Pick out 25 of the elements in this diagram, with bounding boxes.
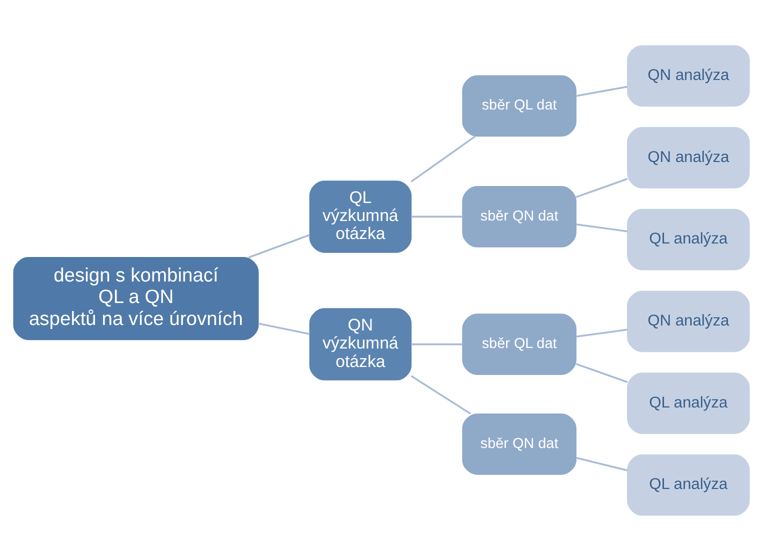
connector [410, 374, 470, 414]
connector [575, 222, 627, 232]
node-box: QN analýza [626, 290, 750, 352]
node-box: QN výzkumná otázka [308, 308, 412, 380]
node-box: QL analýza [626, 372, 750, 434]
connector [258, 322, 310, 334]
node-box: sběr QL dat [462, 74, 576, 136]
node-box: QL analýza [626, 208, 750, 270]
connector [410, 215, 462, 218]
node-box: QN analýza [626, 126, 750, 188]
connector [575, 85, 628, 96]
connector [248, 234, 310, 258]
connector [410, 135, 476, 182]
node-box: QN analýza [626, 44, 750, 106]
node-box: sběr QL dat [462, 313, 576, 374]
connector [575, 362, 628, 382]
node-box: sběr QN dat [462, 186, 576, 247]
node-box: QL výzkumná otázka [308, 180, 412, 252]
node-box: sběr QN dat [462, 412, 576, 474]
node-box: QL analýza [626, 454, 750, 516]
connector [410, 342, 462, 345]
connector [575, 178, 628, 198]
connector [575, 456, 628, 471]
node-box: design s kombinací QL a QN aspektů na více úrovních [12, 256, 258, 340]
connector [575, 328, 627, 338]
